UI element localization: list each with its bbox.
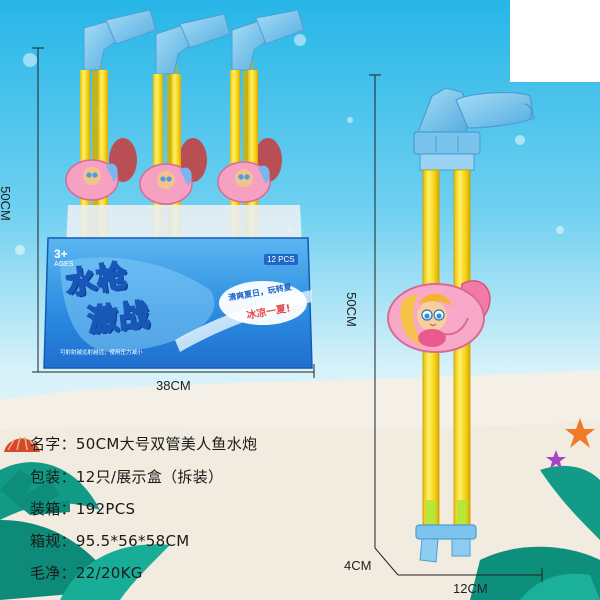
spec-value: 22/20KG: [75, 564, 143, 582]
gun-depth-label: 4CM: [344, 558, 372, 573]
mermaid-figure: [387, 280, 491, 353]
box-mermaid-1: [65, 159, 119, 201]
box-gun-2: [153, 13, 231, 246]
spec-value: 95.5*56*58CM: [75, 532, 190, 550]
age-badge: 3+ AGES: [54, 248, 82, 278]
gun-width-label: 12CM: [453, 581, 488, 596]
spec-weight: 毛净：22/20KG: [30, 562, 143, 583]
gun-height-label: 50CM: [343, 292, 359, 327]
spec-name: 名字：50CM大号双管美人鱼水炮: [30, 433, 257, 454]
white-corner: [510, 0, 600, 82]
box-footnote: 可射射越远射越远，使用压力减小: [60, 350, 143, 356]
spec-label: 箱规：: [30, 532, 76, 550]
spec-value: 192PCS: [75, 500, 136, 518]
count-badge: 12 PCS: [264, 254, 298, 265]
box-mermaid-2: [139, 163, 193, 205]
spec-carton-size: 箱规：95.5*56*58CM: [30, 530, 190, 551]
spec-value: 50CM大号双管美人鱼水炮: [75, 435, 258, 453]
spec-packaging: 包装：12只/展示盒（拆装）: [30, 466, 223, 487]
box-mermaid-3: [217, 161, 271, 203]
spec-label: 毛净：: [30, 564, 76, 582]
starfish-orange: [565, 418, 595, 448]
shell: [4, 436, 40, 452]
spec-label: 装箱：: [30, 500, 76, 518]
age-badge-label: AGES: [54, 261, 74, 268]
box-height-label: 50CM: [0, 186, 13, 221]
gun-head: [413, 87, 535, 171]
palm-leaves: [0, 462, 600, 600]
spec-label: 包装：: [30, 468, 76, 486]
box-gun-1: [80, 9, 157, 245]
box-width-label: 38CM: [156, 378, 191, 393]
spec-label: 名字：: [30, 435, 76, 453]
age-badge-number: 3+: [54, 247, 68, 261]
spec-carton-qty: 装箱：192PCS: [30, 498, 135, 519]
gun-handle: [415, 524, 477, 563]
starfish-purple: [546, 450, 566, 469]
box-gun-3: [230, 9, 305, 246]
spec-value: 12只/展示盒（拆装）: [75, 468, 224, 486]
